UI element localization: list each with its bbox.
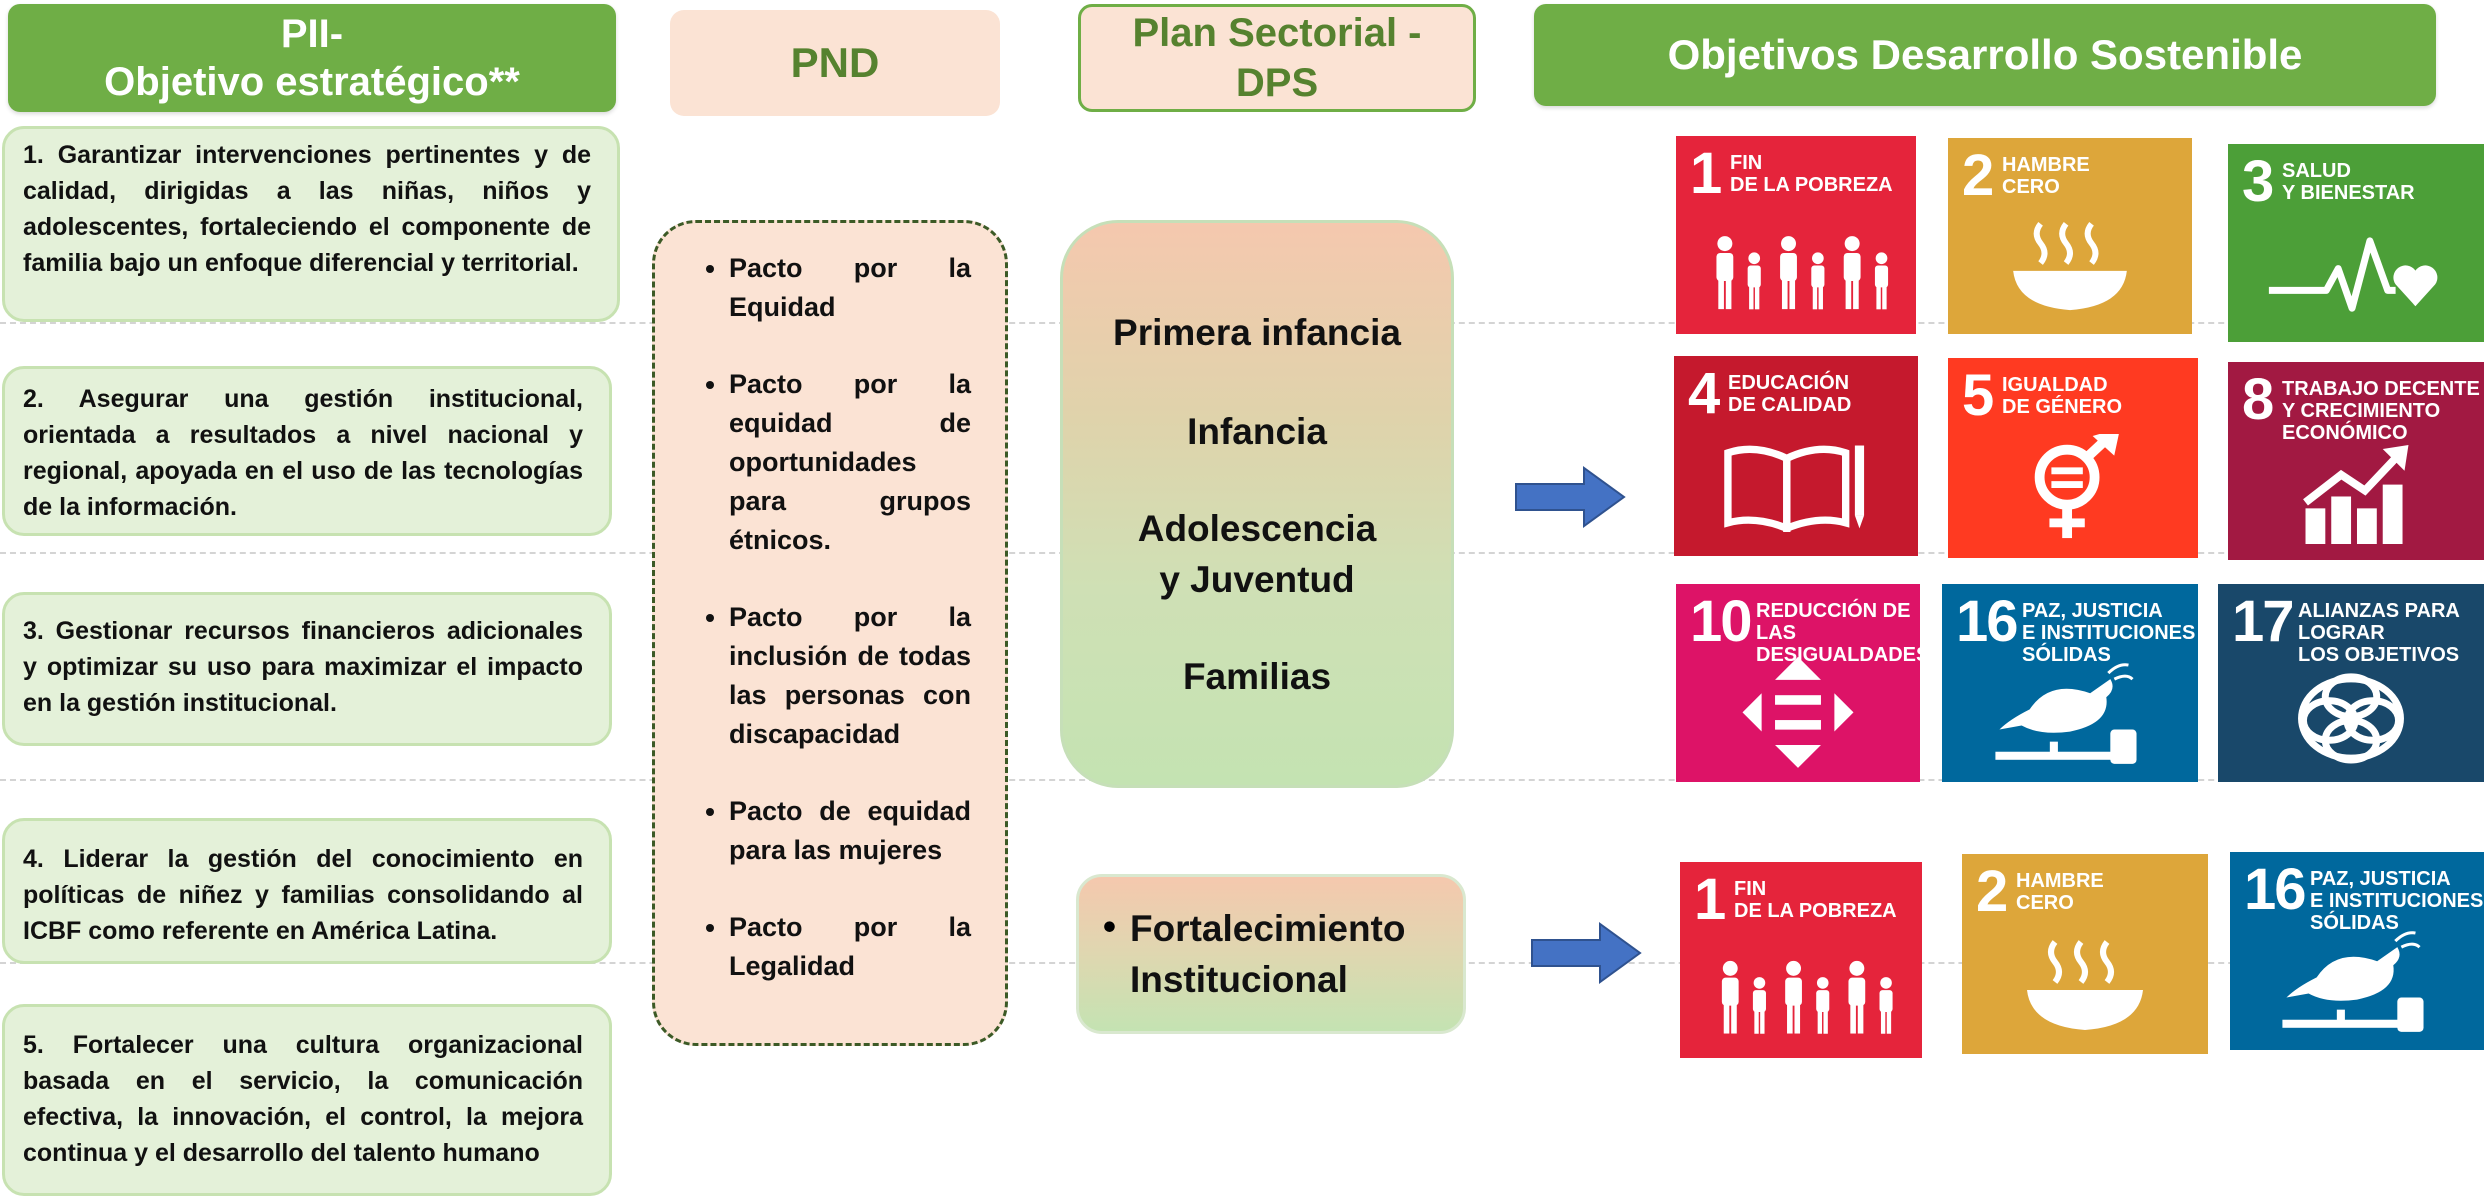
gender-equality-icon: [2034, 434, 2119, 539]
sdg-label: PAZ, JUSTICIA E INSTITUCIONES SÓLIDAS: [2310, 868, 2484, 934]
sdg-number: 1: [1690, 141, 1722, 206]
sdg-number: 16: [1956, 589, 2018, 654]
plan-sectorial-item: Primera infancia: [1113, 311, 1401, 353]
sdg-label: HAMBRE CERO: [2016, 870, 2104, 914]
header-pii: PII- Objetivo estratégico**: [8, 4, 616, 112]
header-pnd-text: PND: [790, 39, 880, 86]
dove-gavel-icon: [2282, 931, 2424, 1033]
plan-sectorial-item: Familias: [1182, 655, 1332, 697]
sdg-number: 17: [2232, 589, 2294, 654]
sdg-label: ALIANZAS PARA LOGRAR LOS OBJETIVOS: [2298, 600, 2460, 666]
header-ods-text: Objetivos Desarrollo Sostenible: [1667, 31, 2303, 78]
plan-sectorial-item: Infancia: [1187, 410, 1327, 452]
bullet-dot: •: [1103, 906, 1116, 947]
growth-chart-icon: [2303, 445, 2409, 545]
objective-3-text: 3. Gestionar recursos financieros adicio…: [23, 617, 583, 717]
rings-icon: [2298, 673, 2404, 764]
pnd-pacto-item: Pacto por la inclusión de todas las pers…: [729, 598, 971, 754]
sdg-number: 3: [2242, 149, 2274, 214]
objective-2-text: 2. Asegurar una gestión institucional, o…: [23, 385, 583, 521]
pnd-pacto-item: Pacto por la Equidad: [729, 249, 971, 327]
sdg-number: 16: [2244, 857, 2306, 922]
objective-3: 3. Gestionar recursos financieros adicio…: [2, 592, 612, 746]
sdg-number: 2: [1976, 859, 2008, 924]
header-pnd: PND: [670, 10, 1000, 116]
header-plan-sectorial-text: Plan Sectorial - DPS: [1132, 11, 1422, 105]
bowl-icon: [2013, 222, 2127, 311]
header-ods: Objetivos Desarrollo Sostenible: [1534, 4, 2436, 106]
pnd-pactos-list: Pacto por la Equidad Pacto por la equida…: [691, 249, 971, 986]
objective-4-text: 4. Liderar la gestión del conocimiento e…: [23, 845, 583, 945]
sdg-label: FIN DE LA POBREZA: [1734, 878, 1897, 922]
equality-arrows-icon: [1742, 657, 1854, 769]
sdg-number: 10: [1690, 589, 1752, 654]
header-pii-text: PII- Objetivo estratégico**: [104, 12, 520, 104]
objective-2: 2. Asegurar una gestión institucional, o…: [2, 366, 612, 536]
dove-gavel-icon: [1995, 663, 2137, 765]
plan-sectorial-item: Adolescencia y Juventud: [1137, 507, 1377, 600]
pnd-pactos-box: Pacto por la Equidad Pacto por la equida…: [652, 220, 1008, 1046]
sdg-number: 2: [1962, 143, 1994, 208]
objective-5-text: 5. Fortalecer una cultura organizacional…: [23, 1031, 583, 1167]
sdg-label: IGUALDAD DE GÉNERO: [2002, 374, 2123, 418]
sdg-label: SALUD Y BIENESTAR: [2282, 160, 2415, 204]
objective-1-text: 1. Garantizar intervenciones pertinentes…: [23, 141, 591, 277]
objective-4: 4. Liderar la gestión del conocimiento e…: [2, 818, 612, 964]
family-icon: [1721, 960, 1893, 1034]
pnd-pacto-item: Pacto por la equidad de oportunidades pa…: [729, 365, 971, 560]
bowl-icon: [2027, 940, 2143, 1030]
objective-5: 5. Fortalecer una cultura organizacional…: [2, 1004, 612, 1196]
sdg-number: 8: [2242, 367, 2274, 432]
sdg-label: TRABAJO DECENTE Y CRECIMIENTO ECONÓMICO: [2282, 378, 2480, 444]
sdg-number: 1: [1694, 867, 1726, 932]
header-plan-sectorial: Plan Sectorial - DPS: [1078, 4, 1476, 112]
plan-sectorial-box: Primera infancia Infancia Adolescencia y…: [1060, 220, 1454, 788]
sdg-label: PAZ, JUSTICIA E INSTITUCIONES SÓLIDAS: [2022, 600, 2196, 666]
pnd-pacto-item: Pacto por la Legalidad: [729, 908, 971, 986]
arrow-right-icon: [1515, 466, 1626, 528]
plan-sectorial-item-2: Fortalecimiento Institucional: [1129, 908, 1406, 1000]
family-icon: [1716, 236, 1889, 310]
book-icon: [1724, 445, 1865, 532]
sdg-label: HAMBRE CERO: [2002, 154, 2090, 198]
sdg-label: EDUCACIÓN DE CALIDAD: [1728, 372, 1852, 416]
sdg-number: 4: [1688, 361, 1720, 426]
sdg-label: FIN DE LA POBREZA: [1730, 152, 1893, 196]
plan-sectorial-box-2: • Fortalecimiento Institucional: [1076, 874, 1466, 1034]
objective-1: 1. Garantizar intervenciones pertinentes…: [2, 126, 620, 322]
sdg-number: 5: [1962, 363, 1994, 428]
pnd-pacto-item: Pacto de equidad para las mujeres: [729, 792, 971, 870]
heartbeat-icon: [2268, 237, 2438, 312]
arrow-right-icon: [1531, 922, 1642, 984]
